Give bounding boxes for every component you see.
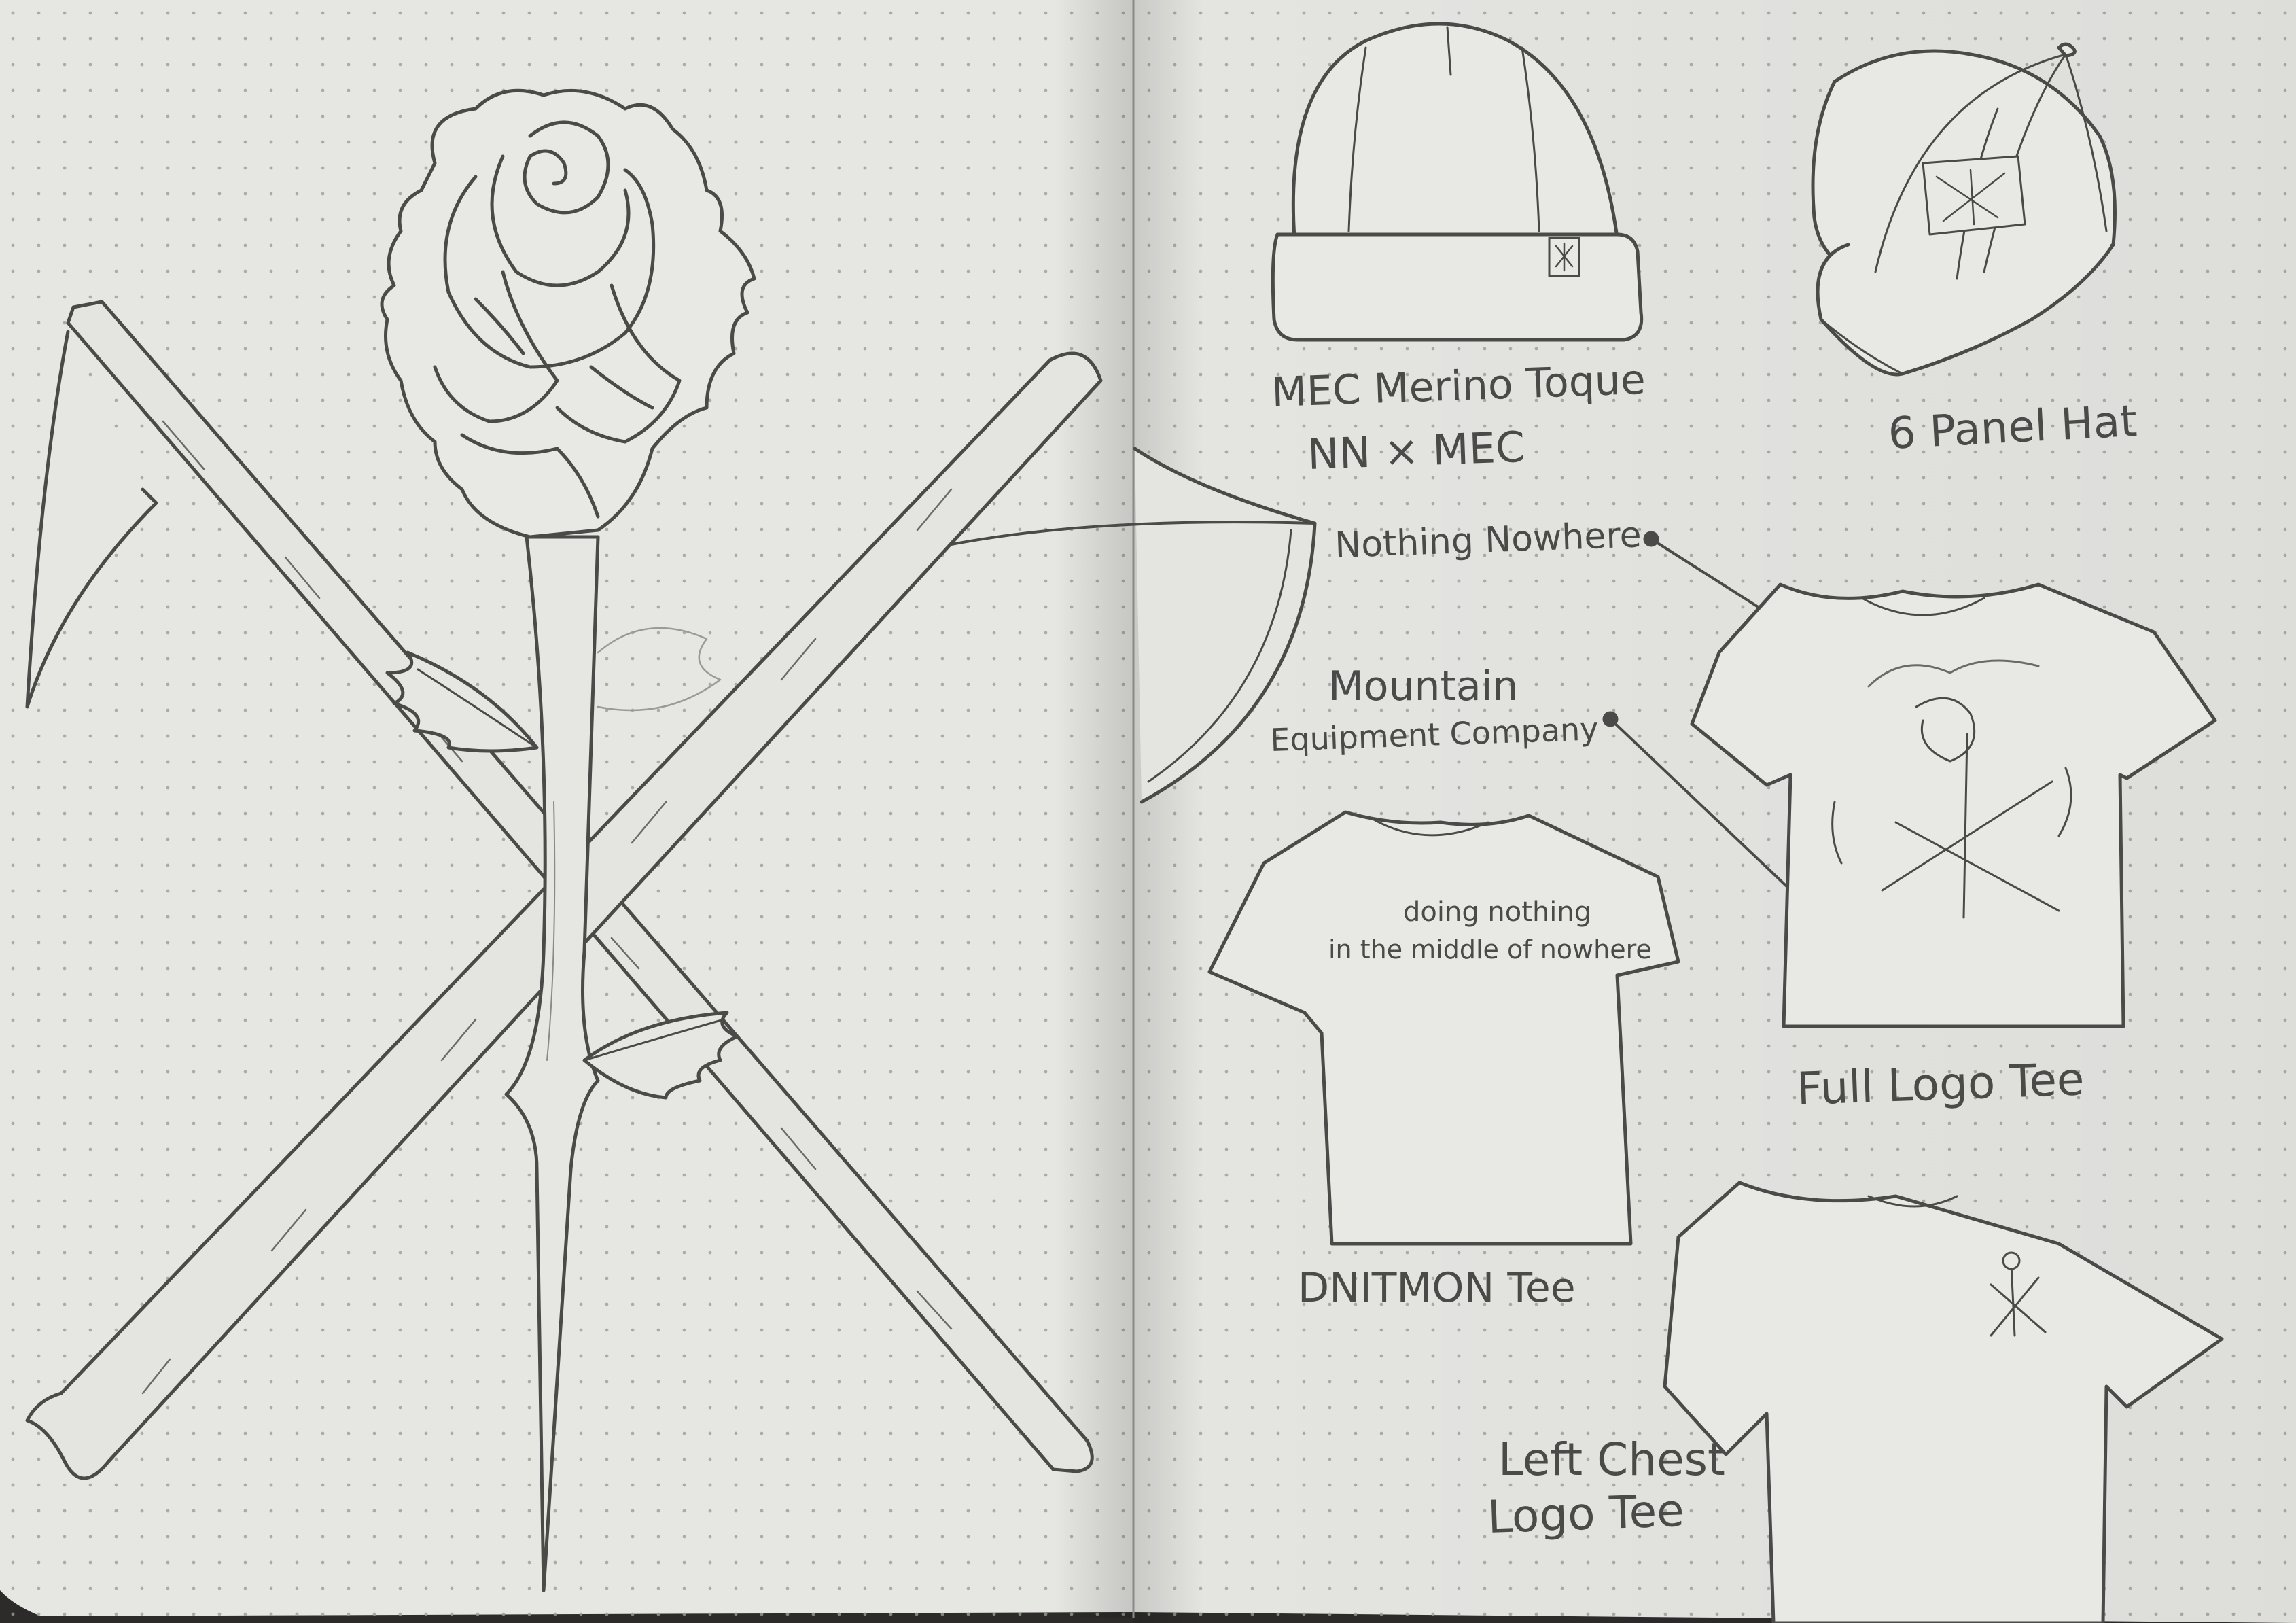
cap-drawing [1811, 42, 2117, 377]
rose-head [380, 88, 756, 539]
left-chest-logo-tee-drawing [1663, 1181, 2224, 1623]
logo-illustration [25, 88, 1317, 1592]
text-tee-print-line2: in the middle of nowhere [1328, 935, 1652, 964]
text-tee-print-line1: doing nothing [1403, 896, 1591, 928]
rose-leaf-faint [597, 627, 722, 712]
left-chest-tee-label-line2: Logo Tee [1487, 1484, 1685, 1543]
full-logo-tee-drawing [1690, 582, 2217, 1028]
rose-leaf-upper [385, 650, 539, 753]
dnitmon-tee-drawing [1207, 810, 1680, 1246]
rose-leaf-lower [582, 1011, 739, 1100]
dnitmon-tee-label: DNITMON Tee [1298, 1264, 1576, 1312]
beanie-drawing [1271, 22, 1644, 342]
left-chest-tee-label-line1: Left Chest [1498, 1433, 1725, 1486]
beanie-label-line2: NN × MEC [1307, 422, 1525, 479]
full-logo-tee-label: Full Logo Tee [1796, 1053, 2085, 1115]
mountain-label-line1: Mountain [1328, 663, 1519, 710]
rose-stem [504, 535, 600, 1592]
merch-sketches [1207, 22, 2224, 1623]
scythe-blade [25, 330, 158, 709]
axe-blade [1133, 447, 1317, 804]
